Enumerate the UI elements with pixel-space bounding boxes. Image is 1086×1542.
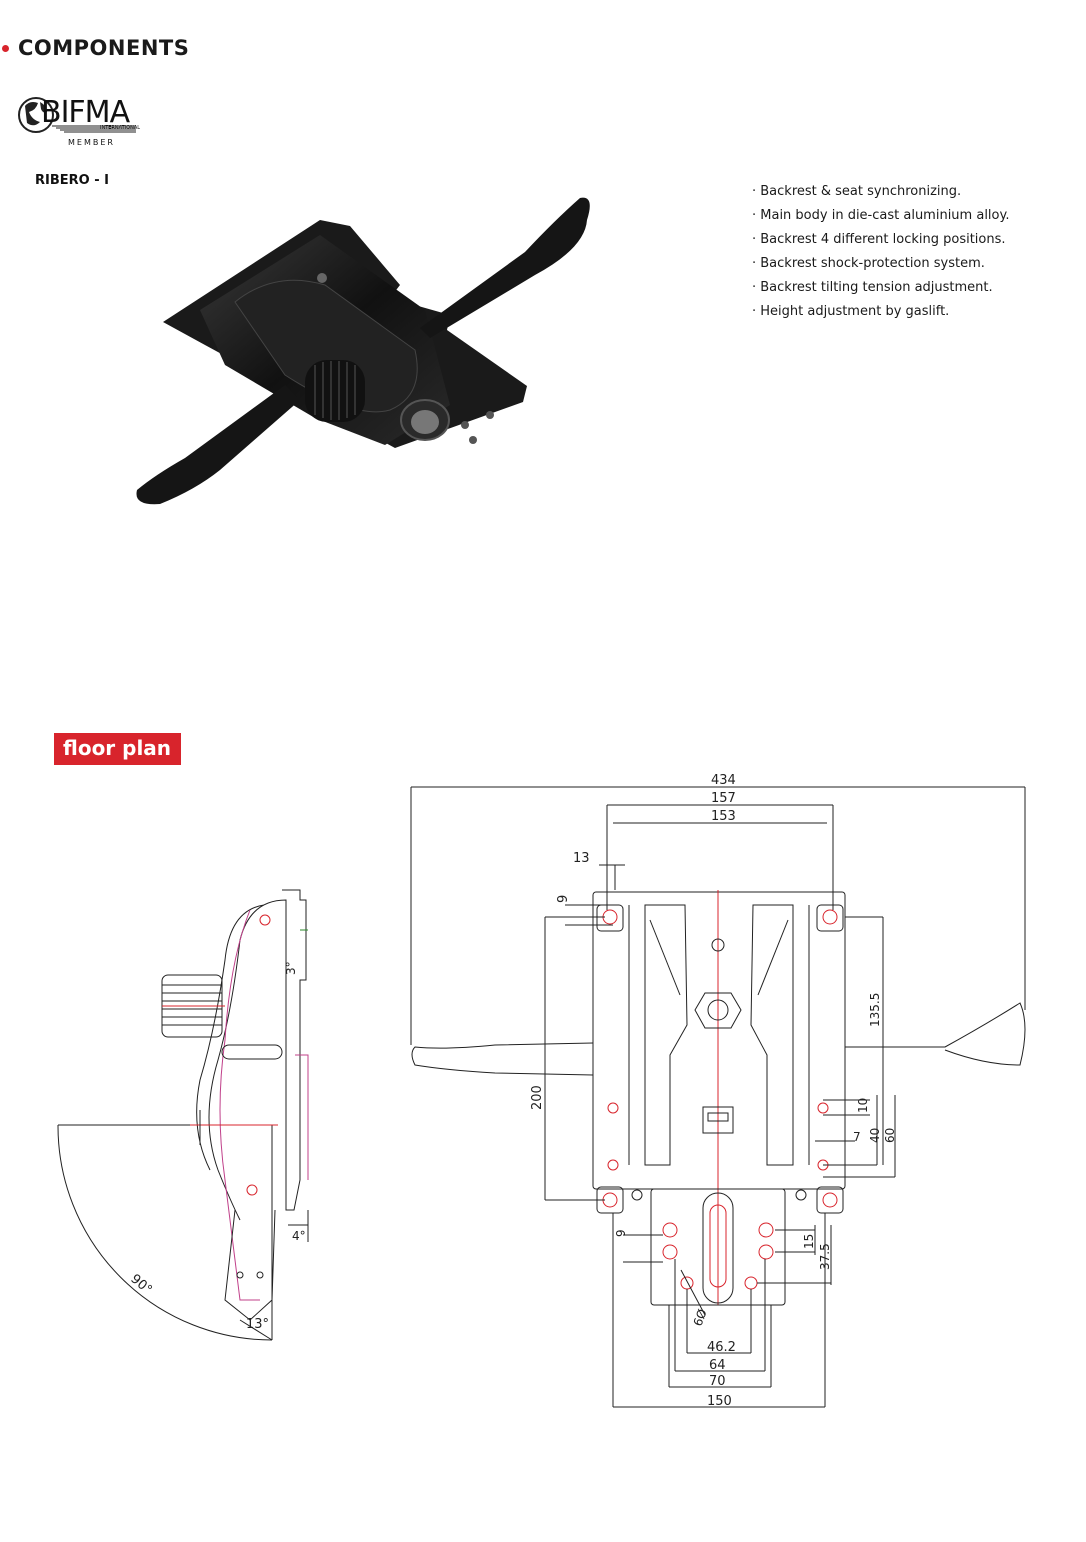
svg-text:200: 200 <box>530 1085 545 1110</box>
feature-list: Backrest & seat synchronizing. Main body… <box>752 180 1009 324</box>
svg-text:3°: 3° <box>284 961 298 975</box>
list-item: Backrest 4 different locking positions. <box>752 228 1009 252</box>
svg-text:9: 9 <box>614 1229 628 1237</box>
model-name: RIBERO - I <box>35 173 109 188</box>
svg-text:150: 150 <box>707 1394 732 1409</box>
bifma-logo: BIFMA INTERNATIONAL MEMBER <box>16 90 141 153</box>
svg-text:153: 153 <box>711 809 736 824</box>
svg-text:15: 15 <box>802 1234 816 1249</box>
svg-text:70: 70 <box>709 1374 726 1389</box>
list-item: Backrest shock-protection system. <box>752 252 1009 276</box>
floor-plan-label: floor plan <box>54 733 182 765</box>
svg-text:10: 10 <box>856 1098 870 1113</box>
svg-text:157: 157 <box>711 791 736 806</box>
svg-text:9: 9 <box>556 895 571 903</box>
svg-text:64: 64 <box>709 1358 726 1373</box>
svg-text:6Ø: 6Ø <box>691 1307 710 1328</box>
svg-text:4°: 4° <box>292 1229 306 1243</box>
product-image <box>125 190 605 525</box>
svg-text:434: 434 <box>711 773 736 788</box>
side-view-drawing: 13° 90° 3° 4° <box>50 880 320 1365</box>
svg-text:135.5: 135.5 <box>868 993 882 1027</box>
list-item: Backrest & seat synchronizing. <box>752 180 1009 204</box>
svg-text:INTERNATIONAL: INTERNATIONAL <box>100 125 140 131</box>
list-item: Height adjustment by gaslift. <box>752 300 1009 324</box>
bullet-icon <box>2 44 9 52</box>
list-item: Main body in die-cast aluminium alloy. <box>752 204 1009 228</box>
svg-text:40: 40 <box>868 1128 882 1143</box>
svg-text:7: 7 <box>853 1130 861 1144</box>
svg-text:90°: 90° <box>127 1272 154 1298</box>
svg-text:13: 13 <box>573 851 590 866</box>
svg-text:13°: 13° <box>246 1317 269 1332</box>
plan-view-drawing: 434 157 153 13 9 <box>405 765 1045 1430</box>
section-header: COMPONENTS <box>0 36 189 60</box>
svg-text:BIFMA: BIFMA <box>41 95 131 130</box>
list-item: Backrest tilting tension adjustment. <box>752 276 1009 300</box>
svg-text:MEMBER: MEMBER <box>68 138 115 147</box>
page-title: COMPONENTS <box>18 36 190 60</box>
svg-text:46.2: 46.2 <box>707 1340 736 1355</box>
svg-text:60: 60 <box>883 1128 897 1143</box>
